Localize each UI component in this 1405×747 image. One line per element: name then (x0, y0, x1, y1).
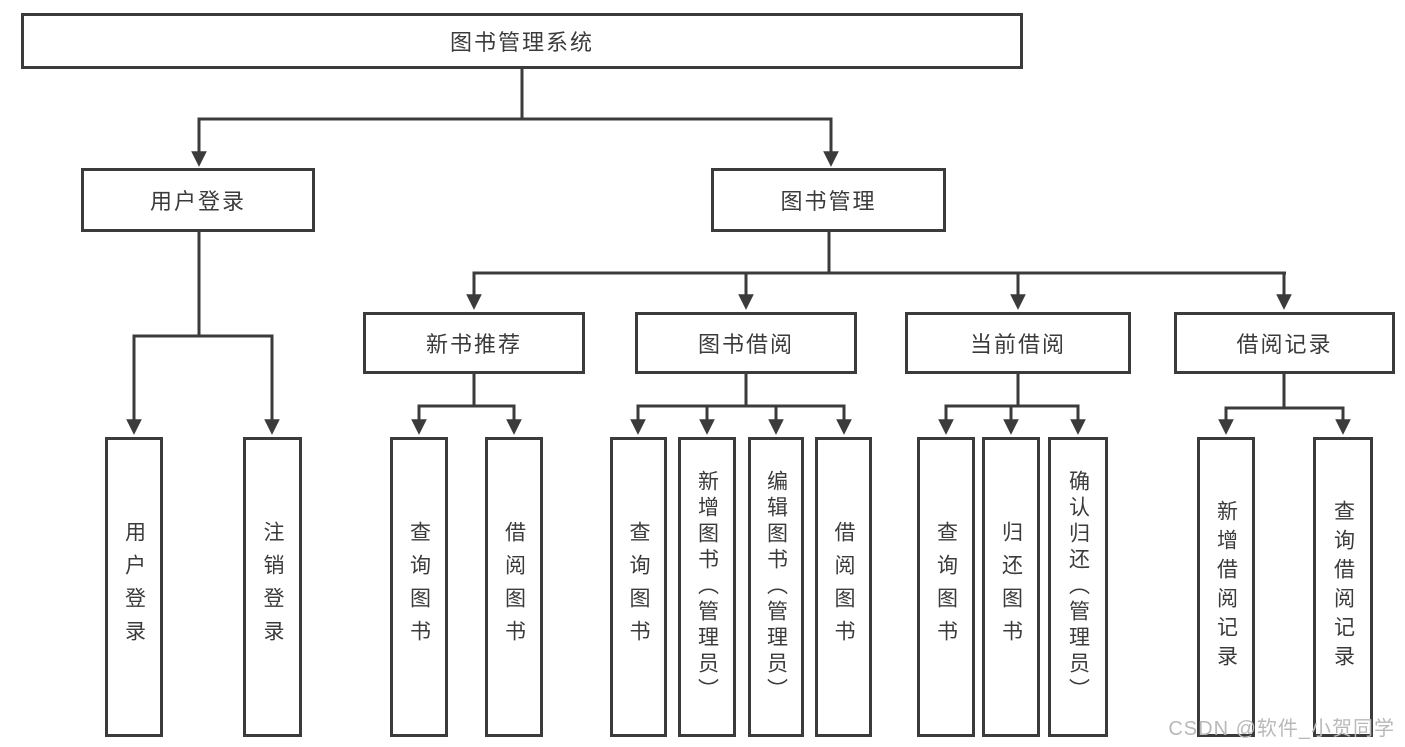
node-borrow-records-label: 借阅记录 (1236, 332, 1333, 357)
leaf-user-login: 用户登录 (105, 437, 163, 737)
leaf-confirm-return-admin: 确认归还（管理员） (1048, 437, 1108, 737)
leaf-query-books-2-label: 查询图书 (627, 521, 650, 653)
leaf-user-login-label: 用户登录 (122, 521, 146, 653)
node-current-borrow: 当前借阅 (905, 312, 1131, 374)
node-book-management-label: 图书管理 (780, 189, 877, 214)
leaf-edit-book-admin: 编辑图书（管理员） (748, 437, 804, 737)
node-user-login: 用户登录 (81, 168, 315, 232)
leaf-borrow-books-2: 借阅图书 (815, 437, 872, 737)
leaf-add-book-admin-label: 新增图书（管理员） (695, 470, 719, 704)
node-borrow-records: 借阅记录 (1174, 312, 1395, 374)
leaf-add-borrow-record-label: 新增借阅记录 (1214, 500, 1238, 674)
node-user-login-label: 用户登录 (149, 189, 246, 214)
leaf-confirm-return-admin-label: 确认归还（管理员） (1066, 470, 1090, 704)
node-root-label: 图书管理系统 (449, 30, 594, 55)
leaf-query-borrow-record-label: 查询借阅记录 (1331, 500, 1355, 674)
leaf-query-books-1: 查询图书 (390, 437, 448, 737)
node-book-borrow-label: 图书借阅 (697, 332, 794, 357)
leaf-add-borrow-record: 新增借阅记录 (1197, 437, 1255, 737)
node-book-management: 图书管理 (711, 168, 946, 232)
leaf-borrow-books-1: 借阅图书 (485, 437, 543, 737)
leaf-borrow-books-2-label: 借阅图书 (832, 521, 855, 653)
leaf-logout-login-label: 注销登录 (261, 521, 284, 653)
leaf-edit-book-admin-label: 编辑图书（管理员） (764, 470, 788, 704)
leaf-query-borrow-record: 查询借阅记录 (1313, 437, 1373, 737)
tree-connector-elbows (132, 69, 1345, 410)
node-root: 图书管理系统 (21, 13, 1023, 69)
node-book-borrow: 图书借阅 (635, 312, 857, 374)
leaf-borrow-books-1-label: 借阅图书 (502, 521, 526, 653)
node-new-book-recommend-label: 新书推荐 (425, 332, 522, 357)
node-new-book-recommend: 新书推荐 (363, 312, 585, 374)
leaf-add-book-admin: 新增图书（管理员） (678, 437, 736, 737)
leaf-query-books-3-label: 查询图书 (934, 521, 958, 653)
leaf-return-books: 归还图书 (982, 437, 1040, 737)
node-current-borrow-label: 当前借阅 (969, 332, 1066, 357)
watermark-text: CSDN @软件_小贺同学 (1168, 718, 1395, 740)
leaf-query-books-3: 查询图书 (917, 437, 975, 737)
leaf-query-books-2: 查询图书 (610, 437, 667, 737)
leaf-return-books-label: 归还图书 (999, 521, 1023, 653)
leaf-query-books-1-label: 查询图书 (407, 521, 431, 653)
leaf-logout-login: 注销登录 (243, 437, 302, 737)
